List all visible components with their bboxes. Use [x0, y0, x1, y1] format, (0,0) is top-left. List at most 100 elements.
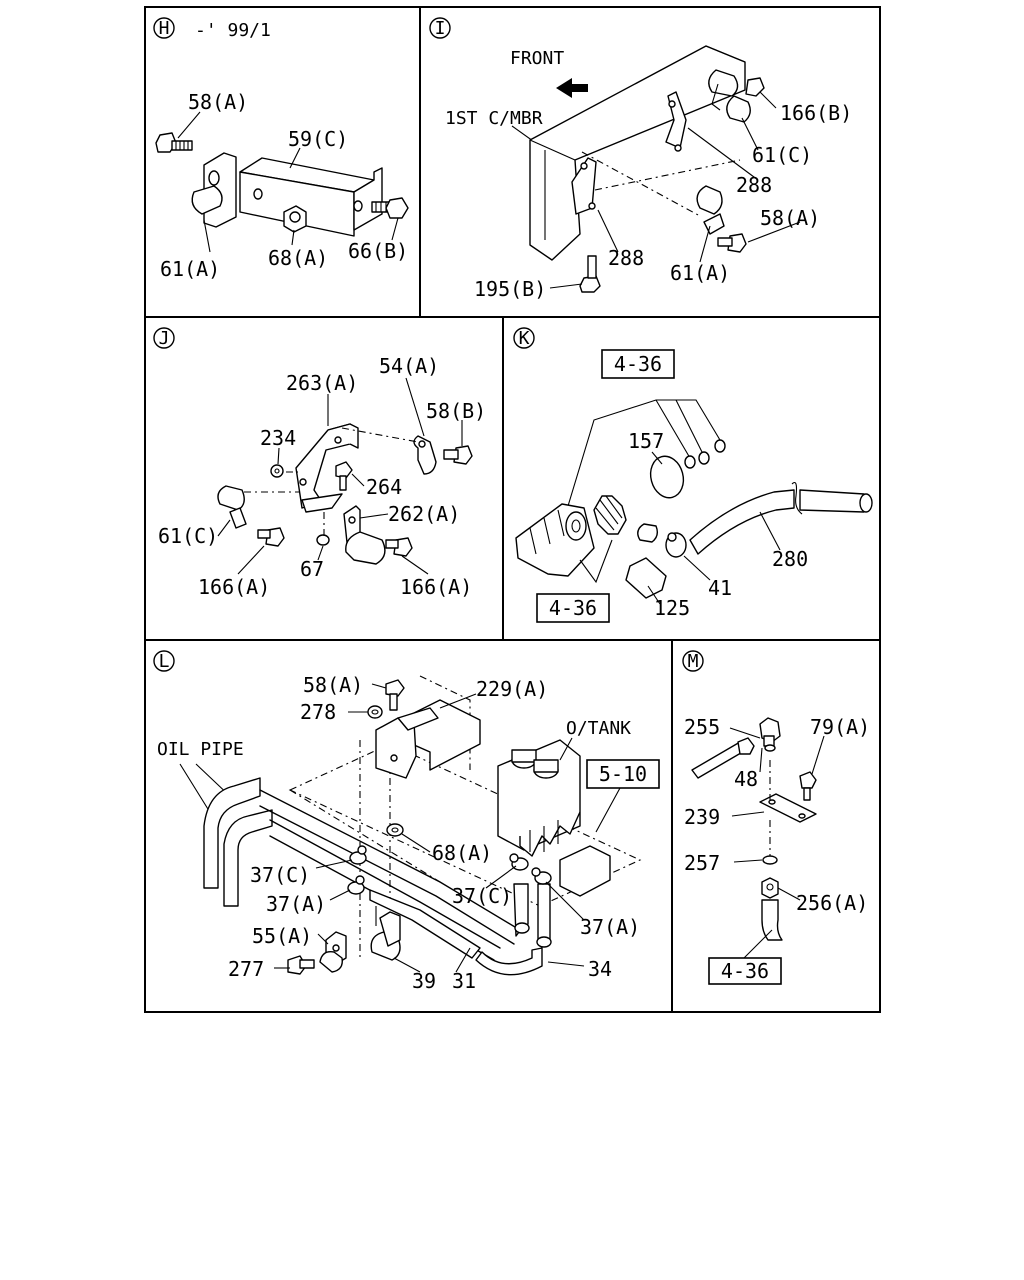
label-37a-right: 37(A): [580, 915, 640, 939]
ref-4-36-m-text: 4-36: [721, 959, 769, 983]
front-arrow-icon: [556, 78, 588, 98]
label-229a: 229(A): [476, 677, 548, 701]
clamp-55a: [319, 931, 347, 973]
label-239: 239: [684, 805, 720, 829]
label-58a: 58(A): [188, 90, 248, 114]
o-ring-157: [649, 455, 685, 499]
panel-marker-h: H: [153, 17, 175, 39]
bolt-58a-l: [385, 679, 405, 711]
label-o-tank: O/TANK: [566, 718, 631, 739]
label-54a: 54(A): [379, 354, 439, 378]
label-1st-cmbr: 1ST C/MBR: [445, 108, 543, 129]
label-68a-l: 68(A): [432, 841, 492, 865]
panel-j: J: [153, 327, 486, 599]
label-166b: 166(B): [780, 101, 852, 125]
hose-clamp-41: [665, 532, 687, 558]
panel-marker-m: M: [682, 650, 704, 672]
washer-257: [762, 855, 778, 865]
label-oil-pipe: OIL PIPE: [157, 739, 244, 760]
panel-marker-i-text: I: [435, 18, 446, 39]
bolt-58a-i: [717, 233, 747, 253]
panel-i: I FRONT 1ST C/MBR: [429, 17, 852, 301]
panel-h-note: -' 99/1: [195, 20, 271, 41]
clamp-61a: [191, 152, 237, 228]
ref-box-4-36-top: 4-36: [601, 349, 675, 379]
label-288-lower: 288: [608, 246, 644, 270]
clamp-37c-right: [509, 853, 529, 871]
bracket-288-upper: [665, 91, 687, 152]
label-195b: 195(B): [474, 277, 546, 301]
bolt-58b: [443, 445, 473, 465]
label-263a: 263(A): [286, 371, 358, 395]
panel-marker-k: K: [513, 327, 535, 349]
label-125: 125: [654, 596, 690, 620]
label-157: 157: [628, 429, 664, 453]
nut-68a-l: [386, 823, 404, 837]
hose-280: [689, 481, 873, 555]
oil-pipes: [203, 777, 552, 976]
label-59c: 59(C): [288, 127, 348, 151]
clamp-54a: [413, 435, 437, 475]
clamp-37a-left: [347, 875, 365, 895]
bolt-277: [287, 955, 315, 975]
panel-m: M: [682, 650, 870, 985]
bolt-58a: [155, 132, 193, 153]
washer-67: [316, 534, 330, 546]
label-39: 39: [412, 969, 436, 993]
nut-68a: [283, 205, 307, 233]
ref-5-10-text: 5-10: [599, 762, 647, 786]
bolt-166a-right: [385, 537, 413, 557]
bolt-195b: [579, 255, 601, 293]
label-280: 280: [772, 547, 808, 571]
bracket-288-lower: [571, 157, 597, 215]
bolt-166a-left: [257, 527, 285, 547]
bolt-66b: [371, 197, 409, 219]
clamp-61c-j: [217, 485, 247, 529]
label-61c: 61(C): [752, 143, 812, 167]
label-61a-i: 61(A): [670, 261, 730, 285]
label-166a-left: 166(A): [198, 575, 270, 599]
label-front: FRONT: [510, 48, 564, 69]
label-79a: 79(A): [810, 715, 870, 739]
hose-m: [761, 899, 783, 941]
panel-h: H -' 99/1: [153, 17, 409, 281]
label-166a-right: 166(A): [400, 575, 472, 599]
label-278: 278: [300, 700, 336, 724]
label-37c-right: 37(C): [452, 884, 512, 908]
seals-small: [684, 439, 726, 469]
label-61c-j: 61(C): [158, 524, 218, 548]
clamp-37a-right: [531, 867, 552, 885]
washer-278: [367, 705, 383, 719]
label-257: 257: [684, 851, 720, 875]
panel-l: L OIL PIPE: [153, 650, 660, 993]
label-31: 31: [452, 969, 476, 993]
clamp-61a-lower: [696, 185, 725, 235]
panel-marker-j: J: [153, 327, 175, 349]
label-288-upper: 288: [736, 173, 772, 197]
fitting-255: [759, 717, 781, 752]
panel-marker-j-text: J: [159, 328, 170, 349]
bracket-263a: [295, 423, 359, 513]
nut-256a: [761, 877, 779, 899]
cross-member: [529, 45, 746, 261]
pump-gear: [593, 495, 627, 535]
bracket-239: [759, 793, 817, 823]
label-68a: 68(A): [268, 246, 328, 270]
label-55a: 55(A): [252, 924, 312, 948]
panel-marker-h-text: H: [159, 18, 170, 39]
label-61a: 61(A): [160, 257, 220, 281]
bolt-264: [335, 461, 353, 491]
label-34: 34: [588, 957, 612, 981]
ref-4-36-top-text: 4-36: [614, 352, 662, 376]
label-277: 277: [228, 957, 264, 981]
oil-tank: [497, 739, 581, 857]
label-255: 255: [684, 715, 720, 739]
washer-234: [270, 464, 284, 478]
panel-marker-k-text: K: [519, 328, 530, 349]
panel-frames: [144, 6, 881, 1013]
ref-box-4-36-m: 4-36: [708, 957, 782, 985]
bolt-48: [691, 737, 755, 779]
clamp-61c-top: [708, 69, 765, 123]
label-41: 41: [708, 576, 732, 600]
